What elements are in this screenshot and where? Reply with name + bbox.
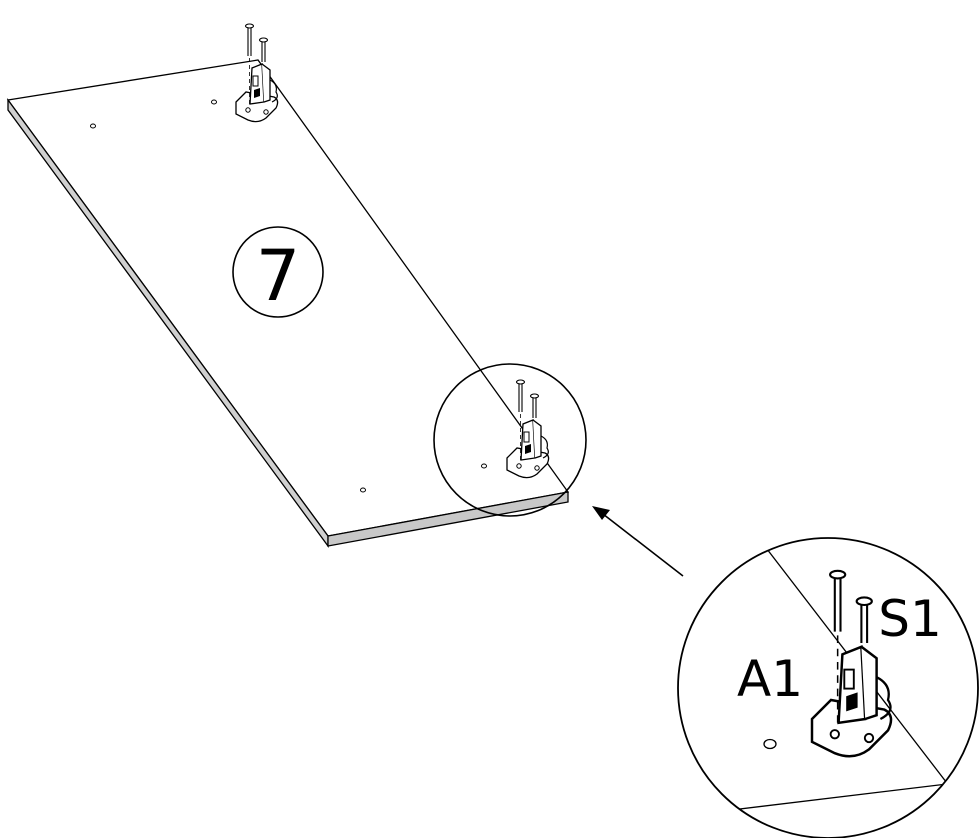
panel-number: 7 — [256, 235, 301, 317]
pilot-holes — [90, 99, 487, 493]
detail-callout: S1 A1 — [677, 537, 979, 838]
arrow-icon — [592, 506, 684, 577]
panel-number-badge: 7 — [232, 226, 324, 318]
board-front-edge — [327, 491, 569, 547]
screw-label: S1 — [878, 590, 942, 648]
hinge-label: A1 — [737, 650, 803, 708]
magnify-circle — [433, 363, 587, 517]
